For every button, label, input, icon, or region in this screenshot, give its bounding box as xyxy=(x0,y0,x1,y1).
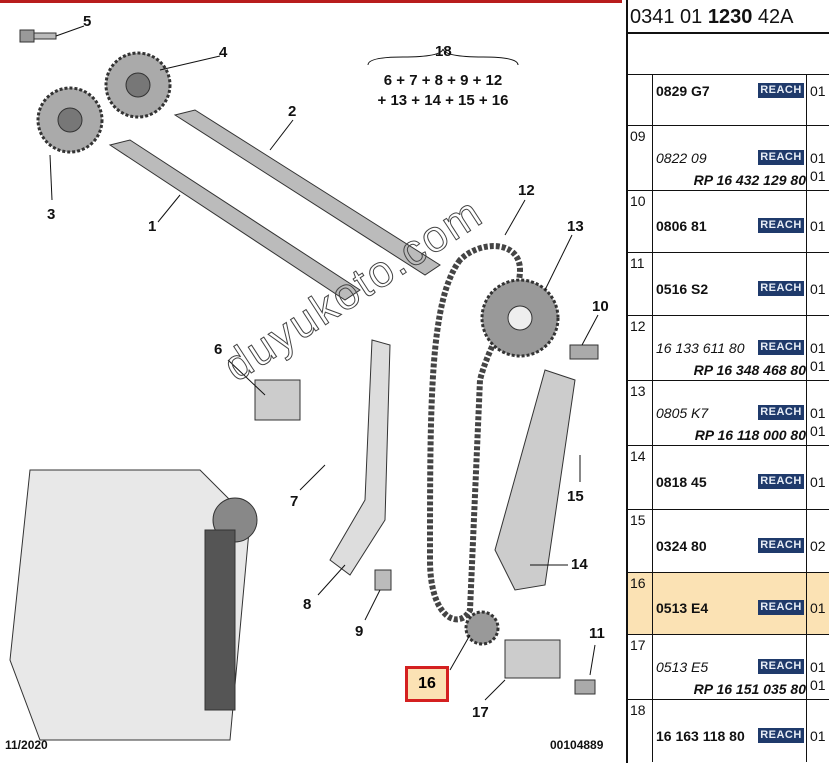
reach-badge: REACH xyxy=(758,474,804,489)
diagram-date: 11/2020 xyxy=(5,738,48,752)
part-reference[interactable]: 16 133 611 80 xyxy=(656,340,745,356)
part-reference[interactable]: 0513 E4 xyxy=(656,600,709,616)
parts-row[interactable]: 16 0513 E4 REACH 01 xyxy=(628,572,829,634)
parts-row[interactable]: 11 0516 S2 REACH 01 xyxy=(628,252,829,315)
replacement-quantity: 01 xyxy=(810,168,826,184)
callout-5[interactable]: 5 xyxy=(83,13,92,30)
callout-12[interactable]: 12 xyxy=(518,182,535,199)
quantity: 01 xyxy=(810,474,826,490)
quantity: 01 xyxy=(810,340,826,356)
exploded-diagram: duyukoto.com 5 4 18 6 + 7 + 8 + 9 + 12 +… xyxy=(0,0,622,752)
formula-line-1: 6 + 7 + 8 + 9 + 12 xyxy=(383,72,503,89)
quantity: 01 xyxy=(810,218,826,234)
callout-7[interactable]: 7 xyxy=(290,493,299,510)
reach-badge: REACH xyxy=(758,218,804,233)
row-number: 11 xyxy=(630,255,645,271)
title-bold: 1230 xyxy=(707,6,753,28)
quantity: 01 xyxy=(810,405,826,421)
part-reference[interactable]: 16 163 118 80 xyxy=(656,728,745,744)
part-reference[interactable]: 0822 09 xyxy=(656,150,707,166)
callout-10[interactable]: 10 xyxy=(592,298,609,315)
parts-row[interactable]: 15 0324 80 REACH 02 xyxy=(628,509,829,572)
callout-11[interactable]: 11 xyxy=(589,625,605,642)
part-reference[interactable]: 0516 S2 xyxy=(656,281,709,297)
callout-8[interactable]: 8 xyxy=(303,596,312,613)
row-number: 14 xyxy=(630,448,646,464)
row-number: 17 xyxy=(630,637,646,653)
parts-row[interactable]: 0829 G7 REACH 01 xyxy=(628,74,829,125)
reach-badge: REACH xyxy=(758,281,804,296)
row-number: 15 xyxy=(630,512,646,528)
panel-title: 0341 01 1230 42A xyxy=(628,0,829,34)
replacement-quantity: 01 xyxy=(810,358,826,374)
part-reference[interactable]: 0806 81 xyxy=(656,218,707,234)
diagram-drawing xyxy=(9,25,599,741)
parts-row[interactable]: 14 0818 45 REACH 01 xyxy=(628,445,829,509)
replacement-reference[interactable]: RP 16 151 035 80 xyxy=(693,681,806,697)
replacement-quantity: 01 xyxy=(810,423,826,439)
callout-3[interactable]: 3 xyxy=(47,206,56,223)
callout-1[interactable]: 1 xyxy=(148,218,157,235)
parts-row[interactable]: 10 0806 81 REACH 01 xyxy=(628,190,829,252)
reach-badge: REACH xyxy=(758,83,804,98)
part-reference[interactable]: 0513 E5 xyxy=(656,659,709,675)
reach-badge: REACH xyxy=(758,728,804,743)
quantity: 01 xyxy=(810,83,826,99)
callout-9[interactable]: 9 xyxy=(355,623,364,640)
row-number: 12 xyxy=(630,318,646,334)
callout-17[interactable]: 17 xyxy=(472,704,489,721)
quantity: 01 xyxy=(810,600,826,616)
parts-row[interactable]: 18 16 163 118 80 REACH 01 xyxy=(628,699,829,762)
row-number: 16 xyxy=(630,575,646,591)
replacement-reference[interactable]: RP 16 118 000 80 xyxy=(694,427,806,443)
replacement-reference[interactable]: RP 16 432 129 80 xyxy=(693,172,806,188)
callout-6[interactable]: 6 xyxy=(214,341,223,358)
row-number: 09 xyxy=(630,128,646,144)
reach-badge: REACH xyxy=(758,538,804,553)
formula-line-2: + 13 + 14 + 15 + 16 xyxy=(377,92,509,109)
quantity: 01 xyxy=(810,150,826,166)
replacement-quantity: 01 xyxy=(810,677,826,693)
reach-badge: REACH xyxy=(758,405,804,420)
callout-15[interactable]: 15 xyxy=(567,488,584,505)
callout-16-selected[interactable]: 16 xyxy=(405,666,449,702)
diagram-id: 00104889 xyxy=(550,738,604,752)
reach-badge: REACH xyxy=(758,600,804,615)
row-number: 13 xyxy=(630,383,646,399)
part-reference[interactable]: 0818 45 xyxy=(656,474,707,490)
part-reference[interactable]: 0829 G7 xyxy=(656,83,710,99)
reach-badge: REACH xyxy=(758,659,804,674)
callout-13[interactable]: 13 xyxy=(567,218,584,235)
replacement-reference[interactable]: RP 16 348 468 80 xyxy=(693,362,806,378)
row-number: 10 xyxy=(630,193,646,209)
title-prefix: 0341 01 xyxy=(630,6,708,28)
quantity: 01 xyxy=(810,659,826,675)
callout-14[interactable]: 14 xyxy=(571,556,588,573)
callout-2[interactable]: 2 xyxy=(288,103,297,120)
title-suffix: 42A xyxy=(752,6,794,28)
callout-18[interactable]: 18 xyxy=(435,43,452,60)
callout-4[interactable]: 4 xyxy=(219,44,228,61)
top-divider xyxy=(0,0,622,3)
part-reference[interactable]: 0805 K7 xyxy=(656,405,709,421)
reach-badge: REACH xyxy=(758,340,804,355)
quantity: 02 xyxy=(810,538,826,554)
reach-badge: REACH xyxy=(758,150,804,165)
quantity: 01 xyxy=(810,281,826,297)
quantity: 01 xyxy=(810,728,826,744)
row-number: 18 xyxy=(630,702,646,718)
part-reference[interactable]: 0324 80 xyxy=(656,538,707,554)
parts-list-panel: 0341 01 1230 42A 0829 G7 REACH 01 09 0822 09… xyxy=(626,0,829,763)
